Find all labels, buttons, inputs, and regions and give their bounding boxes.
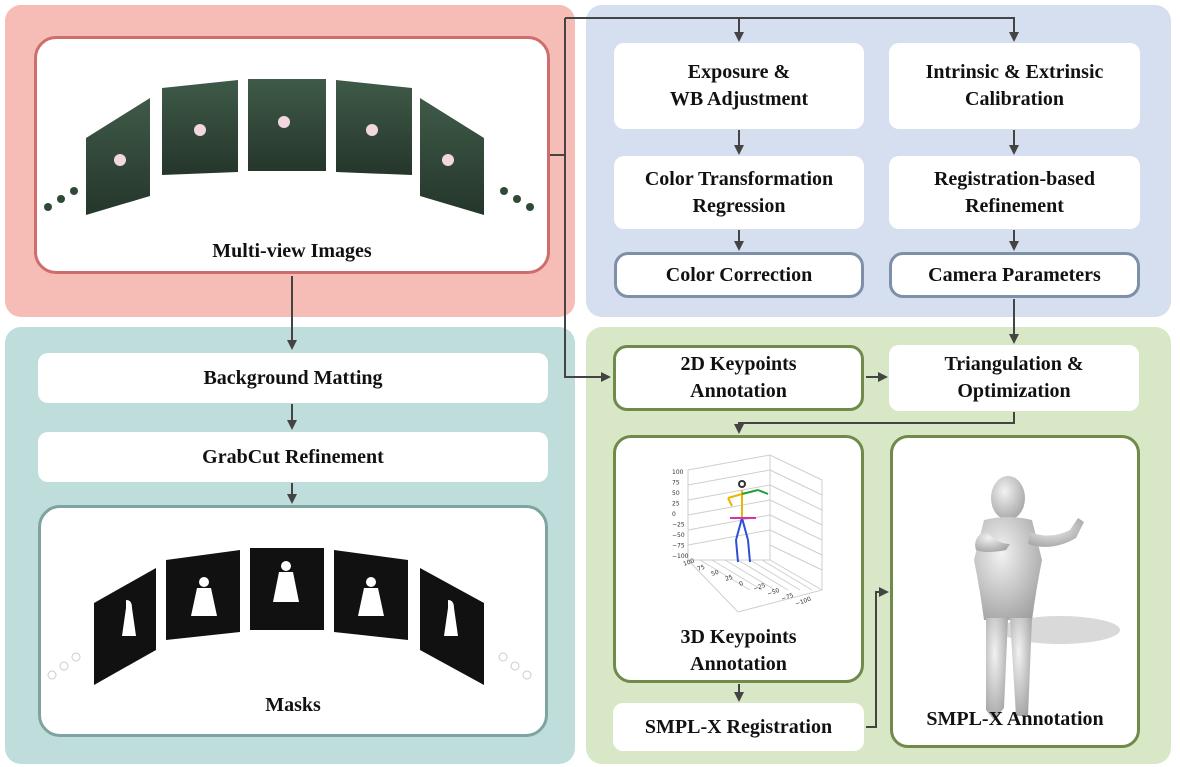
- multiview-images-label: Multi-view Images: [212, 240, 372, 262]
- kp2d-label: 2D Keypoints Annotation: [680, 353, 797, 402]
- smplx-registration-label: SMPL-X Registration: [644, 715, 833, 738]
- calibration-box: Intrinsic & Extrinsic Calibration: [889, 43, 1140, 129]
- camera-parameters-box: Camera Parameters: [889, 252, 1140, 298]
- kp3d-label: 3D Keypoints Annotation: [680, 626, 797, 675]
- exposure-wb-box: Exposure & WB Adjustment: [614, 43, 864, 129]
- exposure-wb-label: Exposure & WB Adjustment: [669, 61, 809, 110]
- triangulation-box: Triangulation & Optimization: [889, 345, 1139, 411]
- triangulation-label: Triangulation & Optimization: [944, 353, 1084, 402]
- color-correction-label: Color Correction: [665, 263, 813, 286]
- camera-parameters-label: Camera Parameters: [928, 263, 1101, 286]
- smplx-annotation-label: SMPL-X Annotation: [926, 708, 1104, 730]
- color-correction-box: Color Correction: [614, 252, 864, 298]
- background-matting-box: Background Matting: [38, 353, 548, 403]
- kp2d-box: 2D Keypoints Annotation: [613, 345, 864, 411]
- masks-label: Masks: [265, 694, 321, 716]
- smplx-registration-box: SMPL-X Registration: [613, 703, 864, 751]
- grabcut-label: GrabCut Refinement: [202, 445, 384, 468]
- registration-refinement-label: Registration-based Refinement: [933, 167, 1096, 217]
- background-matting-label: Background Matting: [203, 366, 383, 389]
- grabcut-box: GrabCut Refinement: [38, 432, 548, 482]
- calibration-label: Intrinsic & Extrinsic Calibration: [925, 61, 1104, 110]
- multiview-images-box: [34, 36, 550, 274]
- smplx-annotation-box: [890, 435, 1140, 748]
- color-transform-box: Color Transformation Regression: [614, 156, 864, 229]
- color-transform-label: Color Transformation Regression: [644, 167, 834, 217]
- registration-refinement-box: Registration-based Refinement: [889, 156, 1140, 229]
